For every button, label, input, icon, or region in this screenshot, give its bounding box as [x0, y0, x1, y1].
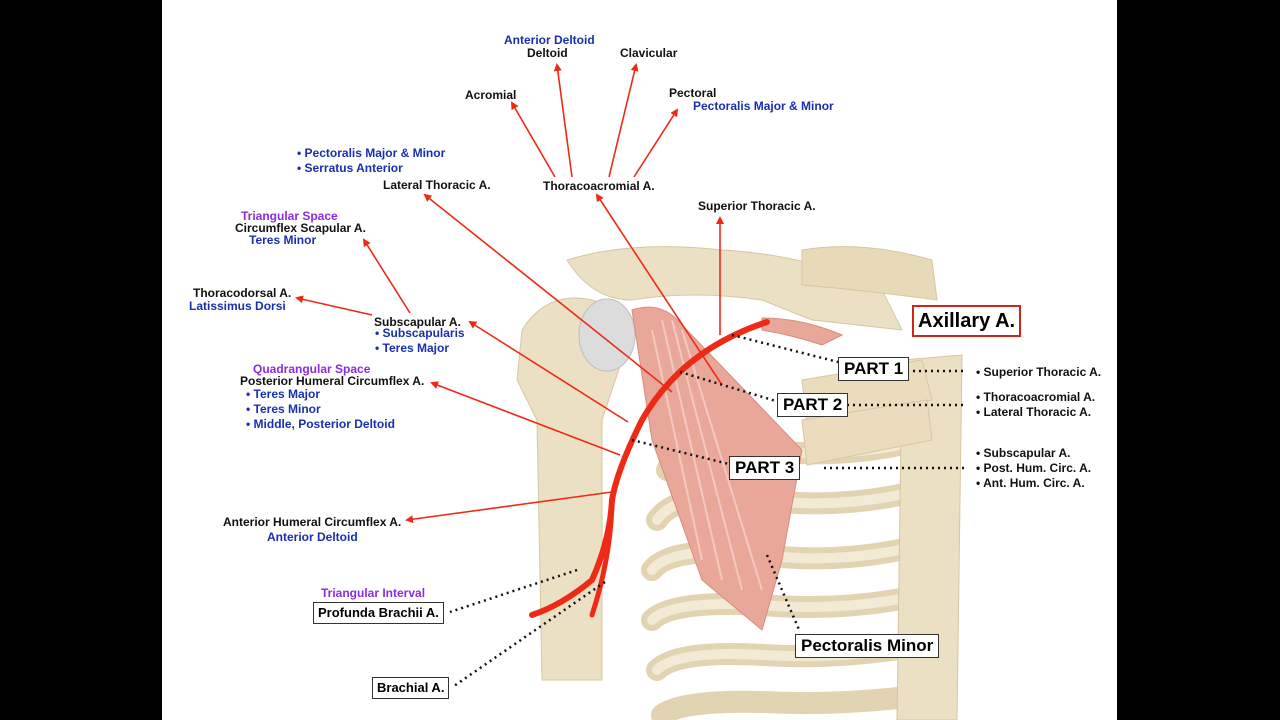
- anterior-humeral-target: Anterior Deltoid: [267, 530, 358, 544]
- part1-box: PART 1: [838, 357, 910, 381]
- posterior-humeral-target-0: Teres Major: [246, 387, 320, 401]
- anatomy-illustration: [295, 63, 967, 720]
- scapula: [566, 246, 938, 331]
- anterior-humeral-label: Anterior Humeral Circumflex A.: [223, 515, 402, 529]
- arrow-deltoid: [553, 63, 573, 178]
- part2-box: PART 2: [777, 393, 849, 417]
- circumflex-scapular-target: Teres Minor: [249, 233, 317, 247]
- triangular-interval-tag: Triangular Interval: [321, 586, 426, 600]
- arrow-anterior-humeral: [405, 491, 613, 524]
- axillary-title: Axillary A.: [912, 305, 1022, 337]
- posterior-humeral-label: Posterior Humeral Circumflex A.: [240, 374, 425, 388]
- brachial-box: Brachial A.: [372, 677, 450, 699]
- part3-branch-2: Ant. Hum. Circ. A.: [976, 476, 1085, 490]
- pectoral-label: Pectoral: [669, 86, 717, 100]
- thoracodorsal-label: Thoracodorsal A.: [193, 286, 292, 300]
- arrow-thoracodorsal: [295, 295, 373, 316]
- axillary-artery: [529, 319, 770, 618]
- pectoralis-minor-muscle: [631, 306, 844, 631]
- part3-branch-0: Subscapular A.: [976, 446, 1071, 460]
- subscapular-target-0: Subscapularis: [375, 326, 465, 340]
- circumflex-scapular-label: Circumflex Scapular A.: [235, 221, 366, 235]
- arrow-lateral-thoracic: [423, 193, 673, 393]
- humerus: [516, 297, 636, 681]
- arrow-posterior-humeral: [430, 381, 621, 456]
- part2-branch-0: Thoracoacromial A.: [976, 390, 1096, 404]
- lateral-thoracic-target-0: Pectoralis Major & Minor: [297, 146, 446, 160]
- arrow-subscapular: [468, 320, 629, 423]
- deltoid-tag: Anterior Deltoid: [504, 33, 595, 47]
- clavicular-label: Clavicular: [620, 46, 678, 60]
- profunda-brachii-box: Profunda Brachii A.: [313, 602, 444, 624]
- acromial-label: Acromial: [465, 88, 517, 102]
- lateral-thoracic-label: Lateral Thoracic A.: [383, 178, 491, 192]
- posterior-humeral-target-2: Middle, Posterior Deltoid: [246, 417, 395, 431]
- pectoral-tag: Pectoralis Major & Minor: [693, 99, 834, 113]
- deltoid-label: Deltoid: [527, 46, 568, 60]
- arrow-acromial: [510, 101, 556, 178]
- diagram-canvas: Axillary A. PART 1 PART 2 PART 3 Superio…: [162, 0, 1117, 720]
- triangular-space-tag: Triangular Space: [241, 209, 338, 223]
- part2-branch-1: Lateral Thoracic A.: [976, 405, 1092, 419]
- subscapular-target-1: Teres Major: [375, 341, 449, 355]
- dotted-leaders: [449, 333, 967, 688]
- part3-box: PART 3: [729, 456, 801, 480]
- arrow-thoracoacromial: [595, 193, 723, 386]
- quadrangular-space-tag: Quadrangular Space: [253, 362, 371, 376]
- thoracodorsal-target: Latissimus Dorsi: [189, 299, 286, 313]
- part3-branch-1: Post. Hum. Circ. A.: [976, 461, 1092, 475]
- pectoralis-minor-box: Pectoralis Minor: [795, 634, 940, 658]
- branch-arrows: [295, 63, 724, 524]
- superior-thoracic-label: Superior Thoracic A.: [698, 199, 816, 213]
- arrow-clavicular: [608, 63, 639, 178]
- arrow-circumflex-scapular: [362, 238, 411, 314]
- thoracoacromial-label: Thoracoacromial A.: [543, 179, 655, 193]
- arrow-pectoral: [633, 108, 679, 178]
- lateral-thoracic-target-1: Serratus Anterior: [297, 161, 403, 175]
- part1-branch-0: Superior Thoracic A.: [976, 365, 1102, 379]
- posterior-humeral-target-1: Teres Minor: [246, 402, 321, 416]
